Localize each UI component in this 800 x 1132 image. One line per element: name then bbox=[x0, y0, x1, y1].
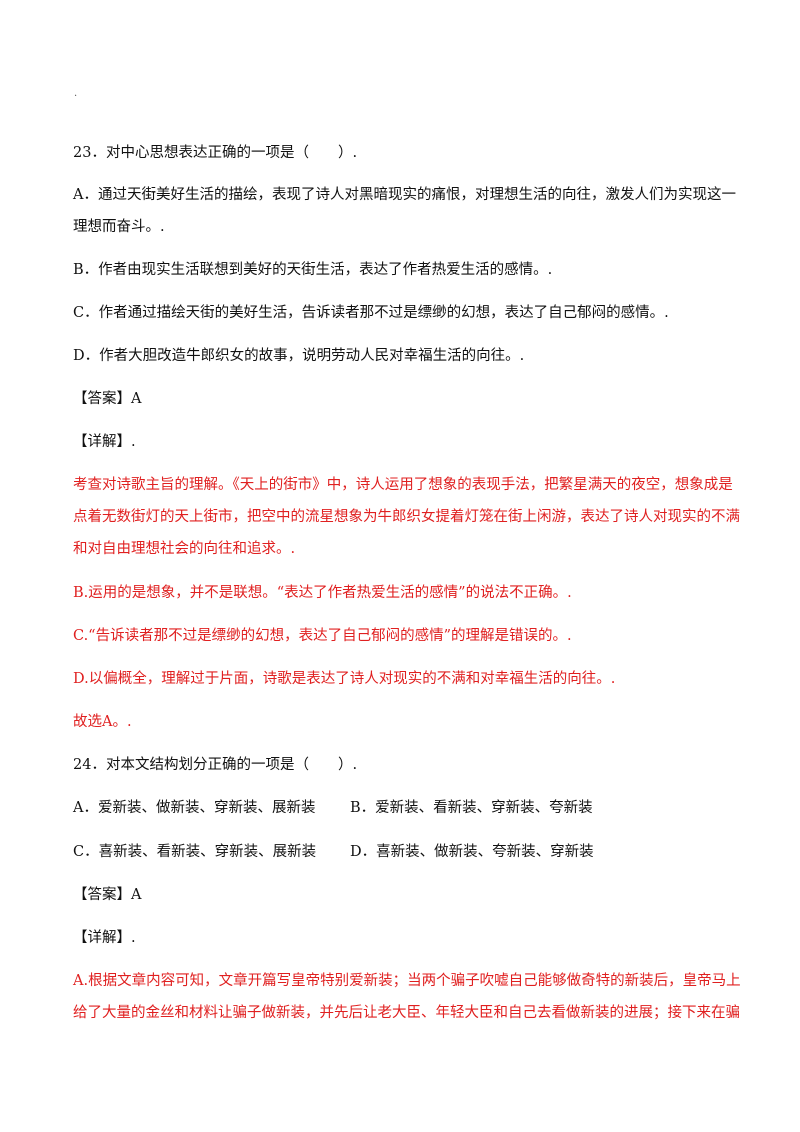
q24-detail-label: 【详解】. bbox=[73, 930, 136, 946]
q23-explanation-line2: 点着无数街灯的天上街市，把空中的流星想象为牛郎织女提着灯笼在街上闲游，表达了诗人… bbox=[73, 509, 740, 525]
q23-explanation-line3: 和对自由理想社会的向往和追求。. bbox=[73, 541, 296, 557]
q24-explanation-line1: A.根据文章内容可知，文章开篇写皇帝特别爱新装；当两个骗子吹嘘自己能够做奇特的新… bbox=[73, 973, 741, 989]
q23-explanation-c: C.“告诉读者那不过是缥缈的幻想，表达了自己郁闷的感情”的理解是错误的。. bbox=[73, 628, 572, 644]
q23-answer: 【答案】A bbox=[73, 391, 142, 407]
q24-explanation-line2: 给了大量的金丝和材料让骗子做新装，并先后让老大臣、年轻大臣和自己去看做新装的进展… bbox=[73, 1005, 740, 1021]
header-mark: . bbox=[74, 88, 78, 99]
q24-option-a: A．爱新装、做新装、穿新装、展新装 bbox=[73, 800, 316, 816]
q23-option-a-line2: 理想而奋斗。. bbox=[73, 219, 165, 235]
q23-explanation-d: D.以偏概全，理解过于片面，诗歌是表达了诗人对现实的不满和对幸福生活的向往。. bbox=[73, 671, 616, 687]
q23-conclusion: 故选A。. bbox=[73, 714, 132, 730]
q23-option-b: B．作者由现实生活联想到美好的天街生活，表达了作者热爱生活的感情。. bbox=[73, 262, 553, 278]
q24-stem: 24．对本文结构划分正确的一项是（ ）. bbox=[73, 757, 358, 773]
q23-detail-label: 【详解】. bbox=[73, 434, 136, 450]
q24-option-d: D．喜新装、做新装、夸新装、穿新装 bbox=[350, 844, 594, 860]
q24-option-b: B．爱新装、看新装、穿新装、夸新装 bbox=[350, 800, 593, 816]
q23-stem: 23．对中心思想表达正确的一项是（ ）. bbox=[73, 145, 358, 161]
q23-option-a-line1: A．通过天街美好生活的描绘，表现了诗人对黑暗现实的痛恨，对理想生活的向往，激发人… bbox=[73, 187, 736, 203]
q23-explanation-line1: 考查对诗歌主旨的理解。《天上的街市》中，诗人运用了想象的表现手法，把繁星满天的夜… bbox=[73, 477, 733, 493]
q23-explanation-b: B.运用的是想象，并不是联想。“表达了作者热爱生活的感情”的说法不正确。. bbox=[73, 585, 572, 601]
q23-option-c: C．作者通过描绘天街的美好生活，告诉读者那不过是缥缈的幻想，表达了自己郁闷的感情… bbox=[73, 305, 669, 321]
q23-option-d: D．作者大胆改造牛郎织女的故事，说明劳动人民对幸福生活的向往。. bbox=[73, 348, 525, 364]
q24-option-c: C．喜新装、看新装、穿新装、展新装 bbox=[73, 844, 317, 860]
q24-answer: 【答案】A bbox=[73, 887, 142, 903]
